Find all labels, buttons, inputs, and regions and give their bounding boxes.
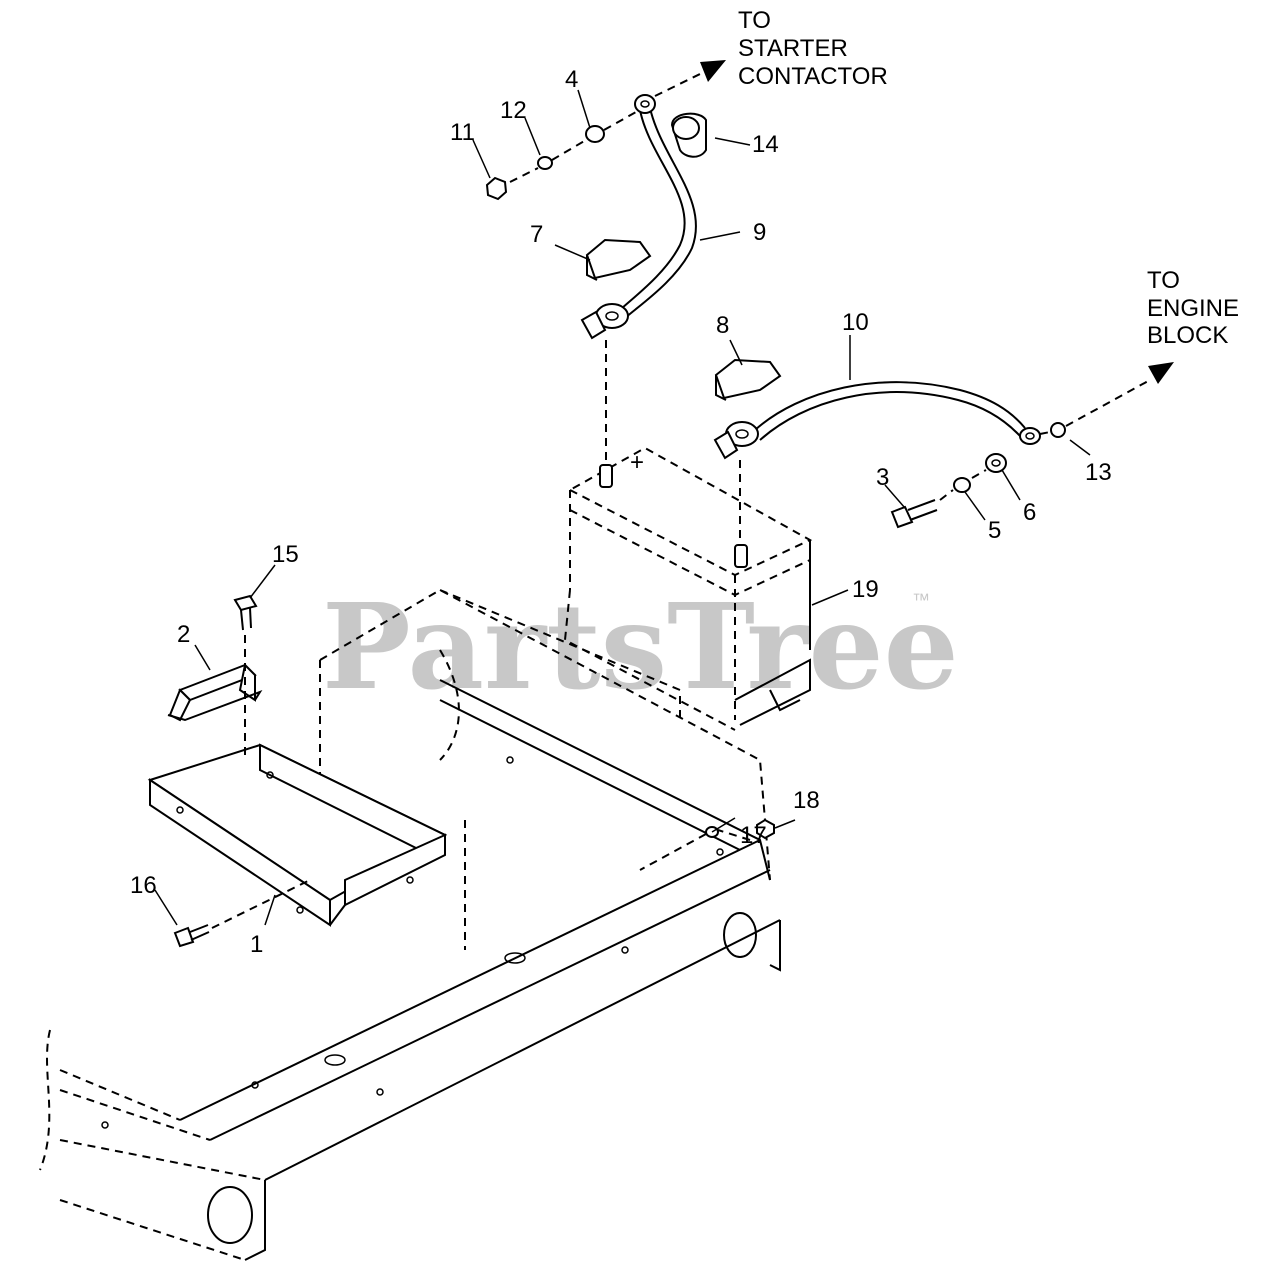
starter-line-1: TO	[738, 7, 771, 34]
battery: +	[563, 446, 813, 731]
label-to-engine-block: TO ENGINE BLOCK	[1147, 267, 1239, 349]
callout-13: 13	[1085, 459, 1112, 486]
positive-cable	[580, 94, 697, 465]
battery-terminal-mark: +	[630, 449, 644, 476]
hardware-3-5-6-13	[890, 379, 1151, 529]
label-to-starter-contactor: TO STARTER CONTACTOR	[738, 7, 888, 90]
hold-down-bracket	[167, 662, 263, 722]
callout-2: 2	[177, 621, 190, 648]
callout-11: 11	[450, 119, 475, 146]
callout-14: 14	[752, 131, 779, 158]
arrow-to-starter	[654, 60, 726, 97]
arrow-to-engine	[1148, 362, 1174, 384]
engine-line-1: TO	[1147, 267, 1180, 294]
leader-lines	[154, 89, 1091, 926]
callout-8: 8	[716, 312, 729, 339]
bolt-16	[173, 879, 311, 948]
callout-17: 17	[740, 822, 767, 849]
callout-10: 10	[842, 309, 869, 336]
callout-18: 18	[793, 787, 820, 814]
callout-15: 15	[272, 541, 299, 568]
bolt-15	[233, 594, 258, 760]
callout-16: 16	[130, 872, 157, 899]
callout-1: 1	[250, 931, 263, 958]
callout-5: 5	[988, 517, 1001, 544]
engine-line-3: BLOCK	[1147, 322, 1228, 349]
callout-6: 6	[1023, 499, 1036, 526]
callout-9: 9	[753, 219, 766, 246]
battery-tray	[147, 743, 448, 927]
nut-and-washer-17-18	[639, 818, 775, 871]
hardware-11-12-4	[485, 111, 637, 201]
terminal-cover-8	[714, 358, 782, 401]
callout-4: 4	[565, 66, 578, 93]
engine-line-2: ENGINE	[1147, 295, 1239, 322]
callout-3: 3	[876, 464, 889, 491]
callout-7: 7	[530, 221, 543, 248]
starter-line-2: STARTER	[738, 35, 848, 62]
terminal-boot-14	[670, 112, 707, 158]
callout-numbers: 1 2 3 4 5 6 7 8 9 10 11 12 13 14 15 16 1…	[130, 66, 1112, 958]
watermark-trademark: ™	[912, 590, 930, 610]
starter-line-3: CONTACTOR	[738, 63, 888, 90]
negative-cable	[713, 381, 1041, 545]
watermark: PartsTree	[322, 577, 959, 716]
callout-19: 19	[852, 576, 879, 603]
terminal-cover-7	[585, 238, 652, 281]
callout-12: 12	[500, 97, 527, 124]
